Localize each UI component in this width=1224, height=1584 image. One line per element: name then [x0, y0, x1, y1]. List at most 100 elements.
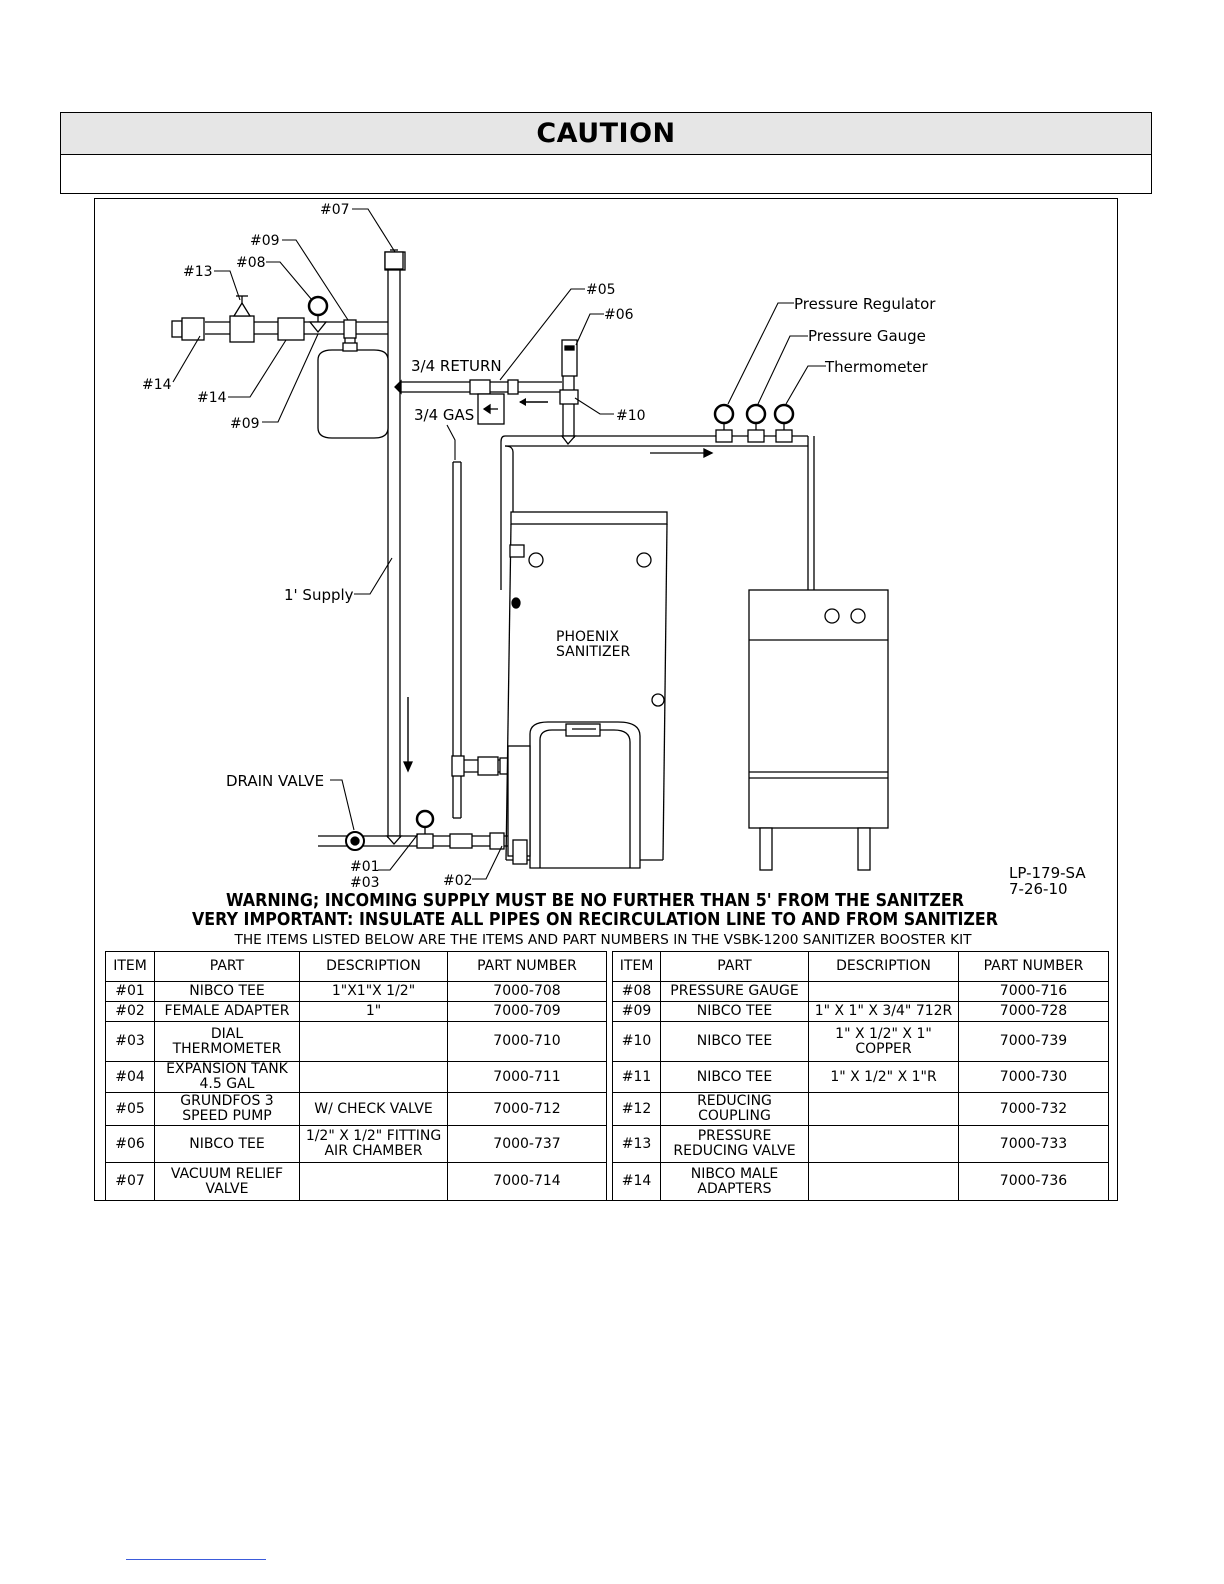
part-cell: GRUNDFOS 3 SPEED PUMP [154, 1092, 300, 1126]
male-adapter-icon [171, 317, 305, 341]
pressure-gauge-2-icon [745, 403, 767, 443]
sanitizer-label-line1: PHOENIX [556, 629, 619, 645]
dial-thermometer-icon [415, 809, 435, 849]
description-cell: 1" [299, 1001, 448, 1022]
description-cell [808, 1162, 959, 1201]
pump-icon [469, 379, 519, 425]
header-item-right: ITEM [612, 951, 661, 982]
description-cell: 1/2" X 1/2" FITTING AIR CHAMBER [299, 1125, 448, 1163]
drain-valve-icon [345, 831, 365, 851]
sanitizer-label-line2: SANITIZER [556, 644, 630, 660]
part-number-cell: 7000-708 [447, 981, 607, 1002]
callout-01: #01 [350, 859, 380, 875]
part-number-cell: 7000-711 [447, 1061, 607, 1093]
part-number-cell: 7000-737 [447, 1125, 607, 1163]
part-cell: PRESSURE GAUGE [660, 981, 809, 1002]
item-cell: #05 [105, 1092, 155, 1126]
expansion-tank-icon [317, 342, 389, 439]
pressure-gauge-label: Pressure Gauge [808, 327, 926, 345]
item-cell: #06 [105, 1125, 155, 1163]
callout-07: #07 [320, 202, 350, 218]
part-number-cell: 7000-716 [958, 981, 1109, 1002]
item-cell: #02 [105, 1001, 155, 1022]
part-cell: REDUCING COUPLING [660, 1092, 809, 1126]
pressure-reducing-valve-icon [229, 295, 255, 343]
drain-valve-label: DRAIN VALVE [226, 772, 324, 790]
item-cell: #03 [105, 1021, 155, 1062]
air-chamber-icon [561, 339, 578, 377]
description-cell: 1" X 1" X 3/4" 712R [808, 1001, 959, 1022]
part-cell: NIBCO TEE [660, 1001, 809, 1022]
item-cell: #01 [105, 981, 155, 1002]
callout-02: #02 [443, 873, 473, 889]
caution-title: CAUTION [61, 113, 1151, 155]
caution-box: CAUTION [60, 112, 1152, 194]
gas-label: 3/4 GAS [414, 406, 474, 424]
part-cell: NIBCO TEE [660, 1061, 809, 1093]
description-cell: W/ CHECK VALVE [299, 1092, 448, 1126]
description-cell: 1" X 1/2" X 1" COPPER [808, 1021, 959, 1062]
thermometer-icon [773, 403, 795, 443]
pressure-gauge-icon [307, 295, 329, 334]
part-number-cell: 7000-709 [447, 1001, 607, 1022]
diagram-frame [94, 198, 1118, 1201]
part-cell: PRESSURE REDUCING VALVE [660, 1125, 809, 1163]
description-cell [299, 1061, 448, 1093]
footer-link-underline[interactable] [126, 1559, 266, 1560]
item-cell: #10 [612, 1021, 661, 1062]
item-cell: #07 [105, 1162, 155, 1201]
callout-03: #03 [350, 875, 380, 891]
header-part-number-right: PART NUMBER [958, 951, 1109, 982]
thermometer-label: Thermometer [824, 358, 929, 376]
callout-09-top: #09 [250, 233, 280, 249]
callout-05: #05 [586, 282, 616, 298]
callout-06: #06 [604, 307, 634, 323]
female-adapter-icon [449, 832, 505, 850]
description-cell [808, 1092, 959, 1126]
header-part: PART [154, 951, 300, 982]
part-number-cell: 7000-732 [958, 1092, 1109, 1126]
item-cell: #09 [612, 1001, 661, 1022]
description-cell: 1" X 1/2" X 1"R [808, 1061, 959, 1093]
item-cell: #12 [612, 1092, 661, 1126]
part-cell: NIBCO TEE [660, 1021, 809, 1062]
header-description: DESCRIPTION [299, 951, 448, 982]
part-cell: DIAL THERMOMETER [154, 1021, 300, 1062]
part-number-cell: 7000-730 [958, 1061, 1109, 1093]
description-cell [808, 1125, 959, 1163]
kit-note: THE ITEMS LISTED BELOW ARE THE ITEMS AND… [233, 932, 972, 948]
drawing-number: LP-179-SA [1009, 864, 1086, 882]
callout-08: #08 [236, 255, 266, 271]
supply-label: 1' Supply [284, 586, 354, 604]
pressure-regulator-icon [713, 403, 735, 443]
drawing-date: 7-26-10 [1009, 880, 1068, 898]
part-number-cell: 7000-733 [958, 1125, 1109, 1163]
header-item: ITEM [105, 951, 155, 982]
part-cell: NIBCO TEE [154, 981, 300, 1002]
item-cell: #14 [612, 1162, 661, 1201]
header-part-right: PART [660, 951, 809, 982]
recirculation-pipe [500, 435, 815, 590]
description-cell [299, 1021, 448, 1062]
part-number-cell: 7000-710 [447, 1021, 607, 1062]
description-cell [299, 1162, 448, 1201]
part-cell: NIBCO MALE ADAPTERS [660, 1162, 809, 1201]
description-cell: 1"X1"X 1/2" [299, 981, 448, 1002]
vacuum-relief-valve-icon [384, 249, 404, 270]
part-cell: NIBCO TEE [154, 1125, 300, 1163]
part-number-cell: 7000-712 [447, 1092, 607, 1126]
return-label: 3/4 RETURN [411, 357, 502, 375]
header-part-number: PART NUMBER [447, 951, 607, 982]
leader-lines [172, 208, 826, 880]
supply-riser-pipe [384, 251, 406, 838]
part-cell: FEMALE ADAPTER [154, 1001, 300, 1022]
part-cell: EXPANSION TANK 4.5 GAL [154, 1061, 300, 1093]
